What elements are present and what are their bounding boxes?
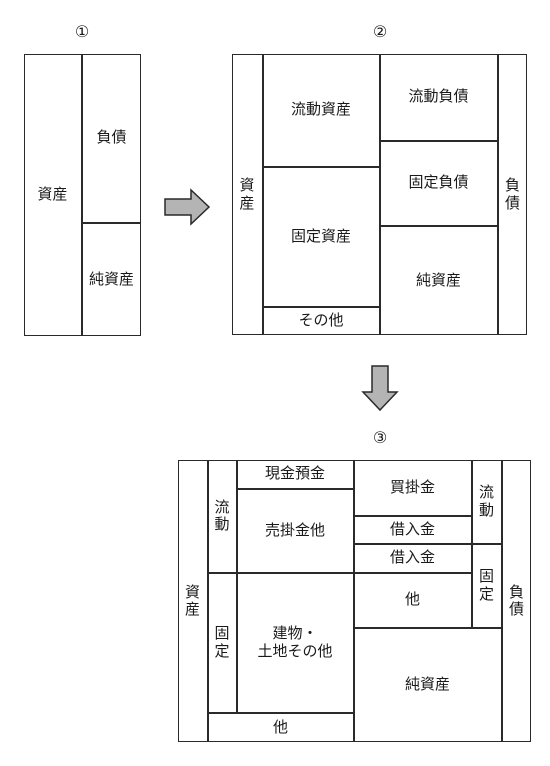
- d3-left-h-cash: [236, 488, 354, 490]
- d3-liabilities-label: 負 債: [508, 582, 524, 618]
- d3-sub-col-divider: [236, 460, 238, 712]
- d3-buildings-label: 建物・ 土地その他: [257, 624, 333, 660]
- d2-fixed-liabilities-label: 固定負債: [408, 173, 469, 192]
- arrow-down-icon: [361, 365, 399, 412]
- d1-divider-horizontal: [81, 222, 141, 224]
- d3-assets-label: 資 産: [184, 582, 200, 618]
- d3-assets-col-divider: [207, 460, 209, 742]
- d3-other-bottom-label: 他: [272, 717, 288, 736]
- d2-assets-col-divider: [262, 54, 264, 335]
- d2-right-h1: [379, 140, 498, 142]
- d3-left-h-other: [207, 712, 354, 714]
- d3-net-assets-label: 純資産: [404, 675, 450, 694]
- d1-net-assets-label: 純資産: [88, 269, 134, 288]
- d3-right-h4: [353, 627, 502, 629]
- d2-net-assets-label: 純資産: [415, 270, 461, 289]
- d3-fixed-label: 固 定: [214, 624, 230, 660]
- step-3-label: ③: [372, 428, 388, 447]
- d2-current-assets-label: 流動資産: [290, 100, 351, 119]
- d3-liab-fixed-label: 固 定: [478, 567, 494, 603]
- d2-assets-label: 資 産: [239, 176, 255, 212]
- step-2-label: ②: [372, 22, 388, 41]
- d2-other-label: その他: [298, 311, 344, 330]
- d2-liabilities-label: 負 債: [504, 176, 520, 212]
- d2-right-h2: [379, 225, 498, 227]
- d3-cash-label: 現金預金: [264, 464, 325, 483]
- d1-divider-vertical: [81, 54, 83, 336]
- d3-right-h1: [353, 515, 472, 517]
- d2-liab-col-divider: [497, 54, 499, 335]
- d1-assets-label: 資産: [37, 185, 68, 204]
- d2-left-h2: [262, 306, 380, 308]
- d2-left-h1: [262, 166, 380, 168]
- d1-frame: [24, 54, 141, 336]
- d1-liabilities-label: 負債: [96, 128, 127, 147]
- d3-center-divider: [353, 460, 355, 742]
- d3-borrowings-fixed-label: 借入金: [389, 548, 435, 567]
- d3-receivables-label: 売掛金他: [264, 520, 325, 539]
- d3-borrowings-current-label: 借入金: [389, 519, 435, 538]
- d3-left-h-current-fixed: [207, 572, 354, 574]
- step-1-label: ①: [74, 22, 90, 41]
- arrow-right-icon: [164, 188, 211, 226]
- d2-fixed-assets-label: 固定資産: [290, 226, 351, 245]
- d2-current-liabilities-label: 流動負債: [408, 87, 469, 106]
- d2-center-divider: [379, 54, 381, 335]
- d3-other-fixed-label: 他: [404, 590, 420, 609]
- d3-liab-current-label: 流 動: [478, 483, 494, 519]
- d3-current-label: 流 動: [214, 497, 230, 533]
- d3-right-h3: [353, 572, 472, 574]
- d3-payables-label: 買掛金: [389, 477, 435, 496]
- d3-liab-col-divider: [501, 460, 503, 742]
- d3-right-h2: [353, 543, 502, 545]
